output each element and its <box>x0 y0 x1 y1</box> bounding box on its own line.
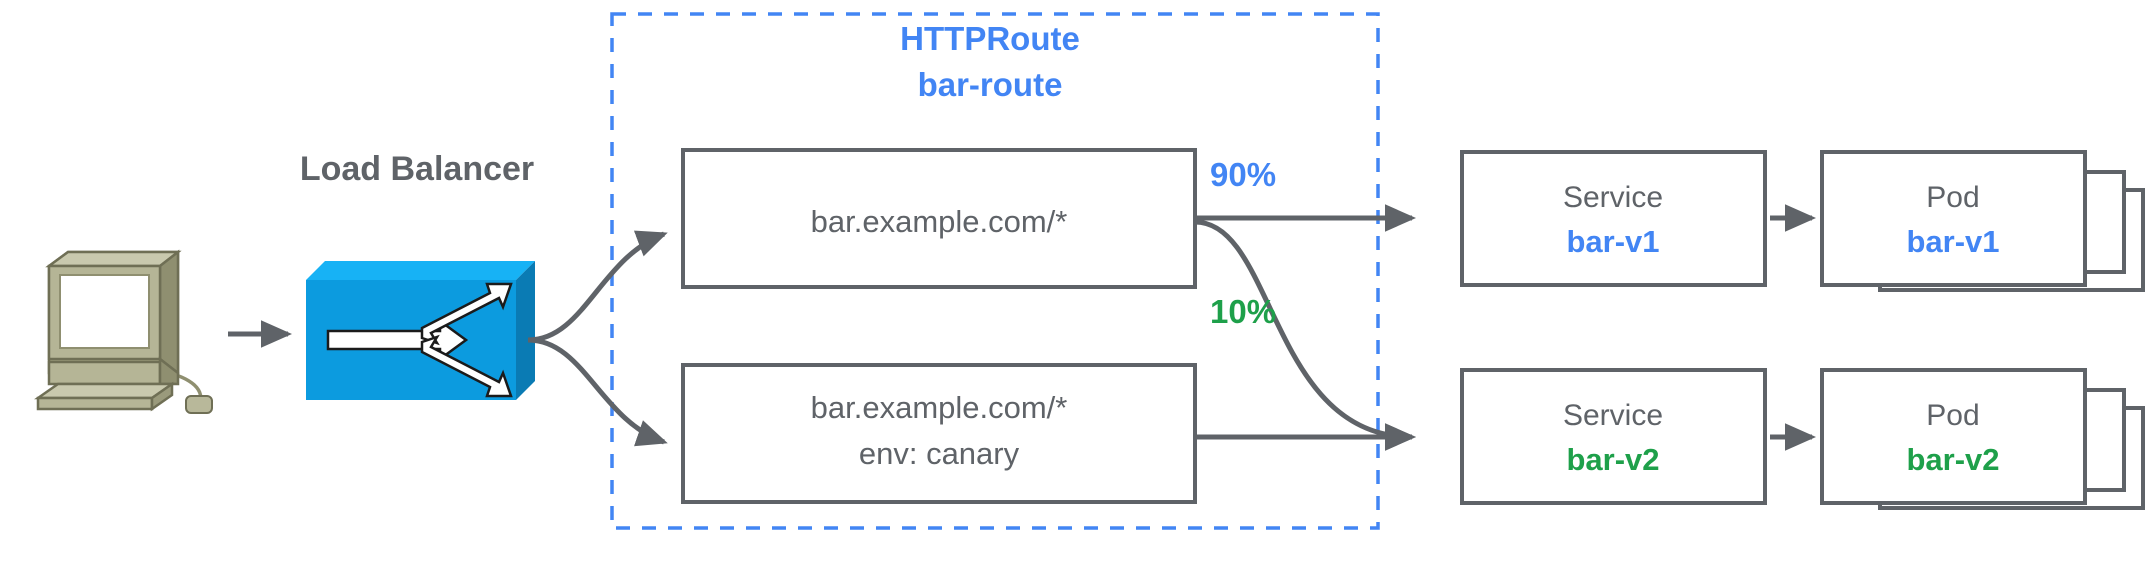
httproute-name-label: bar-route <box>918 66 1063 103</box>
edge-lb-to-rule-primary <box>527 230 668 343</box>
load-balancer-label: Load Balancer <box>300 150 534 188</box>
rule-box-canary[interactable]: bar.example.com/* env: canary <box>681 363 1197 504</box>
httproute-group-frame <box>610 12 1380 530</box>
weight-label-10: 10% <box>1210 293 1276 330</box>
pod-stack-bar-v2[interactable]: Pod bar-v2 <box>1820 368 2145 510</box>
pod-v2-replica-1 <box>1820 368 2087 505</box>
rule-canary-line-2: env: canary <box>859 436 1020 471</box>
pod-v2-kind: Pod <box>1926 399 1979 432</box>
pod-v1-replica-1 <box>1820 150 2087 287</box>
pod-v2-name: bar-v2 <box>1906 442 1999 477</box>
service-v2-name: bar-v2 <box>1566 442 1659 477</box>
rule-primary-line-1: bar.example.com/* <box>811 204 1068 239</box>
pod-v1-name: bar-v1 <box>1906 224 1999 259</box>
weight-label-90: 90% <box>1210 156 1276 193</box>
pod-v1-kind: Pod <box>1926 181 1979 214</box>
edge-lb-to-rule-canary <box>527 337 668 447</box>
rule-canary-line-1: bar.example.com/* <box>811 390 1068 425</box>
service-box-bar-v2[interactable]: Service bar-v2 <box>1460 368 1767 505</box>
pod-stack-bar-v1[interactable]: Pod bar-v1 <box>1820 150 2145 292</box>
httproute-kind-label: HTTPRoute <box>900 20 1080 57</box>
service-v1-name: bar-v1 <box>1566 224 1659 259</box>
service-v2-kind: Service <box>1563 399 1663 432</box>
load-balancer-switch-icon <box>306 261 535 400</box>
service-box-bar-v1[interactable]: Service bar-v1 <box>1460 150 1767 287</box>
rule-box-primary[interactable]: bar.example.com/* <box>681 148 1197 289</box>
service-v1-kind: Service <box>1563 181 1663 214</box>
edge-rule-primary-to-service-v2 <box>1194 219 1416 451</box>
desktop-computer-icon <box>34 249 213 414</box>
